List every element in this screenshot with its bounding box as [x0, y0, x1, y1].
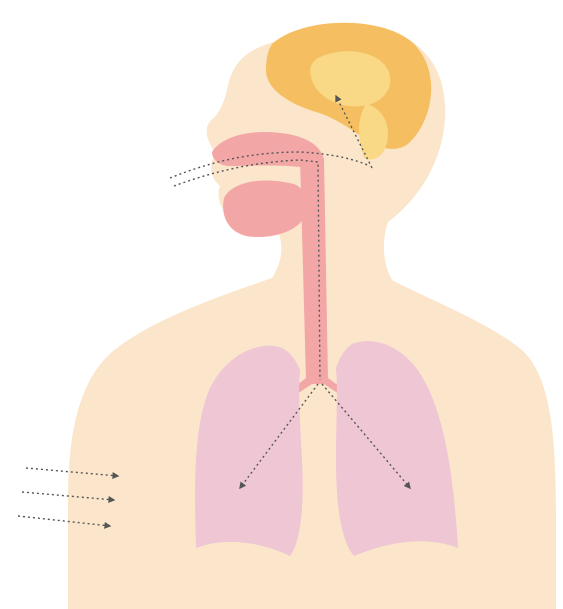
respiratory-diagram — [0, 0, 563, 609]
